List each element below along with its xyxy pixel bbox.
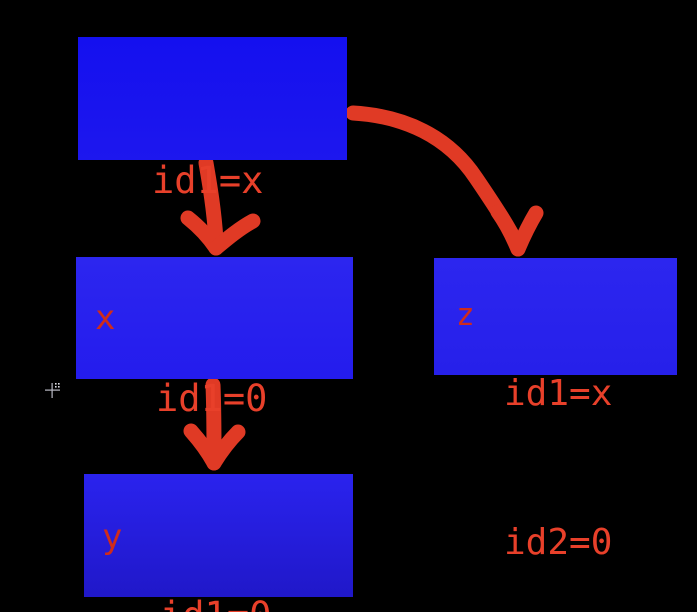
node-top-field-1: id1=x bbox=[152, 159, 264, 203]
node-y-label: y bbox=[102, 517, 123, 557]
crosshair-cursor-icon bbox=[45, 383, 60, 398]
node-z[interactable]: z id1=x id2=0 bbox=[434, 258, 677, 563]
node-x-label: x bbox=[95, 298, 116, 338]
edge-top-to-right bbox=[345, 105, 544, 257]
node-z-field-2: id2=0 bbox=[504, 522, 613, 564]
node-x-field-1: id1=0 bbox=[156, 377, 268, 421]
node-x[interactable]: x id1=0 id2=y bbox=[76, 257, 353, 573]
node-z-field-1: id1=x bbox=[504, 373, 613, 415]
node-y-field-1: id1=0 bbox=[160, 590, 294, 612]
node-top[interactable]: id1=x id2=z bbox=[78, 37, 347, 355]
node-z-fields: id1=x id2=0 bbox=[504, 270, 634, 612]
node-z-label: z bbox=[456, 297, 475, 333]
node-y-fields: id1=0 id2=0 bbox=[160, 488, 294, 612]
node-y[interactable]: y id1=0 id2=0 bbox=[84, 474, 353, 612]
